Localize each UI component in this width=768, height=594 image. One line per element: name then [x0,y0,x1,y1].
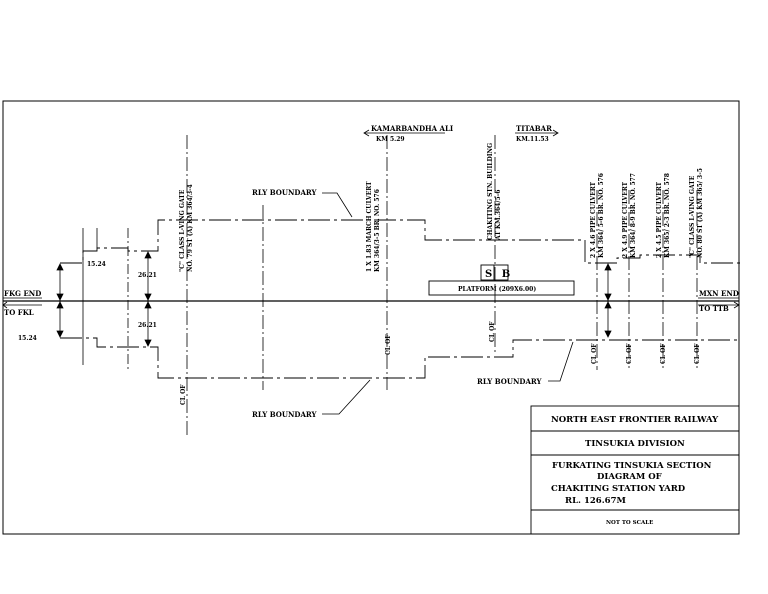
title-section: FURKATING TINSUKIA SECTION [552,461,712,471]
culvert-left-label: 1 X 1.83 MARCH CULVERT [366,181,373,272]
left-end-markers [2,297,42,309]
cl-of-label: CL OF [489,321,496,342]
title-not-to-scale: NOT TO SCALE [606,520,653,526]
direction-right-top: MXN END [699,289,739,298]
top-direction-arrows [363,129,559,137]
dim-bottom-inner: 26.21 [138,322,157,329]
cl-of-label: CL OF [694,343,701,364]
cl-of-labels: CL OF CL OF CL OF CL OF CL OF CL OF CL O… [180,321,701,405]
direction-left-top: FKG END [4,289,41,298]
cl-of-label: CL OF [591,343,598,364]
title-rl: RL. 126.67M [565,496,626,506]
direction-titabar-km: KM.11.53 [516,136,549,143]
title-station-yard: CHAKITING STATION YARD [551,484,686,494]
drawing-frame [2,100,740,535]
direction-right-bottom: TO TTB [699,304,729,313]
platform-label: PLATFORM (209X6.00) [458,286,536,293]
signal-box [480,264,509,281]
platform [428,280,575,296]
station-building-label-2: AT KM.364/5-6 [495,190,502,241]
cl-of-label: CL OF [385,334,392,355]
right-end-markers [698,297,740,309]
direction-kamarbandha-km: KM 5.29 [376,136,405,143]
vertical-structure-lines [127,135,698,435]
direction-kamarbandha: KAMARBANDHA ALI [371,124,453,133]
cl-of-label: CL OF [180,384,187,405]
dim-bottom-outer: 15.24 [18,335,37,342]
lc-gate-left-label: "C" CLASS L-VING GATE [179,189,186,272]
rly-boundary-label-top: RLY BOUNDARY [252,188,317,197]
title-division: TINSUKIA DIVISION [585,439,685,449]
pipe-culvert-3-label: 2 X 4.5 PIPE CULVERT [656,181,663,258]
rly-boundary-upper [60,219,740,264]
dim-top-outer: 15.24 [87,261,106,268]
pipe-culvert-2-label: 2 X 4.9 PIPE CULVERT [622,181,629,258]
lc-gate-right-label: "C" CLASS L-VING GATE [689,175,696,258]
pipe-culvert-2-label-2: KM 364/ 8-9 BR. NO. 577 [630,173,637,258]
pipe-culvert-1-label: 2 X 4.6 PIPE CULVERT [590,181,597,258]
lc-gate-right-label-2: NO. 80 ST (A) KM 365/ 3-5 [697,168,704,258]
pipe-culvert-3-label-2: KM 365/ 2-3 BR. NO. 578 [664,173,671,258]
culvert-left-label-2: KM 364/3-5 BR. NO. 576 [374,189,381,272]
rly-boundary-label-bottom: RLY BOUNDARY [252,410,317,419]
rly-boundary-label-right: RLY BOUNDARY [477,377,542,386]
lc-gate-left-label-2: NO. 79 ST (A) KM 364/3-4 [187,184,194,272]
cl-of-label: CL OF [626,343,633,364]
vertical-labels: "C" CLASS L-VING GATE NO. 79 ST (A) KM 3… [179,143,704,272]
dim-top-inner: 26.21 [138,272,157,279]
left-boundary-ticks [82,228,98,365]
rly-boundary-callouts [322,192,574,415]
title-block [530,405,740,535]
signal-box-label: S B [485,269,513,280]
station-building-label: CHAKITING STN. BUILDING [487,143,494,240]
title-diagram-of: DIAGRAM OF [597,472,662,482]
cl-of-label: CL OF [660,343,667,364]
direction-left-bottom: TO FKL [4,308,34,317]
pipe-culvert-1-label-2: KM 364/ 5-6 BR. NO. 576 [598,173,605,258]
rly-boundary-lower [60,337,740,379]
title-railway: NORTH EAST FRONTIER RAILWAY [551,415,719,425]
direction-titabar: TITABAR [516,124,552,133]
dimension-arrows [56,251,612,347]
